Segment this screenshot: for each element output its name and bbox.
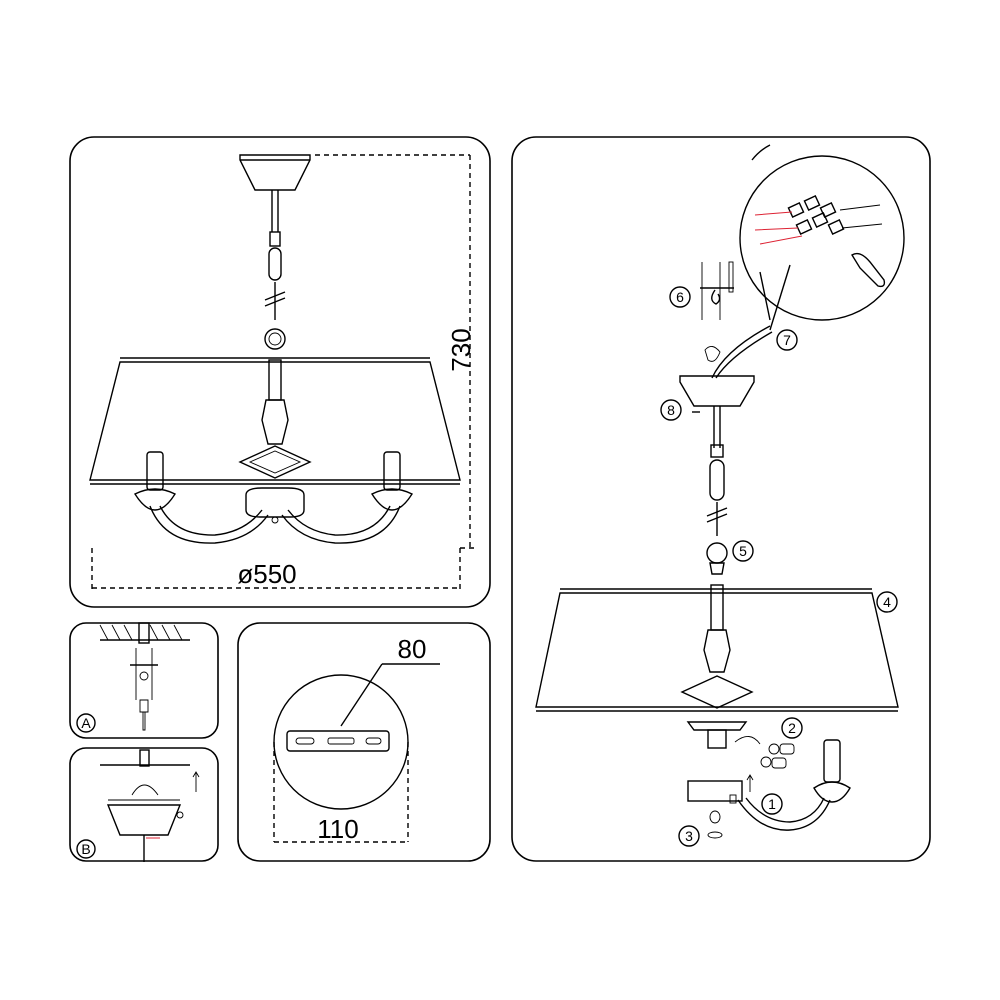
step-b-drawing	[100, 749, 200, 862]
chain-link	[268, 247, 282, 281]
callout-6: 6	[669, 286, 691, 308]
screwdriver-icon	[139, 699, 149, 731]
leader-line	[340, 663, 383, 727]
callout-8: 8	[660, 399, 682, 421]
left-candle-cup	[133, 488, 177, 511]
assembly-candle	[823, 739, 841, 783]
wiring-detail-circle	[739, 155, 905, 321]
callout-5: 5	[732, 540, 754, 562]
svg-text:4: 4	[883, 594, 891, 610]
assembly-drawing	[535, 144, 905, 839]
svg-text:1: 1	[768, 796, 776, 812]
chandelier-dimension-drawing	[89, 154, 461, 544]
step-a-badge	[76, 713, 96, 733]
callout-7: 7	[776, 329, 798, 351]
terminal-block-icon	[787, 195, 845, 235]
ceiling-hook	[711, 289, 721, 305]
assembly-shade	[535, 592, 899, 708]
svg-text:5: 5	[739, 543, 747, 559]
diamond-ornament	[238, 445, 312, 479]
mount-width-label: 110	[317, 814, 358, 844]
svg-text:6: 6	[676, 289, 684, 305]
center-ornament	[261, 399, 289, 445]
assembly-arm	[737, 799, 831, 831]
hook-ring	[264, 328, 286, 350]
mount-depth-label: 80	[398, 634, 427, 664]
left-candle	[146, 451, 164, 491]
dimensions-panel	[69, 136, 491, 608]
step-b-badge	[76, 839, 96, 859]
assembly-canopy	[679, 375, 755, 407]
diameter-label: ø550	[237, 559, 296, 589]
svg-text:2: 2	[788, 720, 796, 736]
mounting-plate	[286, 730, 390, 752]
socket-parts-icon	[734, 736, 795, 769]
callout-4: 4	[876, 591, 898, 613]
lamp-shade	[89, 361, 461, 481]
assembly-hub	[687, 780, 743, 802]
right-candle	[383, 451, 401, 491]
height-label: 730	[446, 328, 476, 371]
screw-icon	[139, 671, 149, 681]
callout-2: 2	[781, 717, 803, 739]
step-a-label: A	[81, 715, 91, 731]
svg-text:7: 7	[783, 332, 791, 348]
center-hub	[245, 487, 305, 518]
svg-text:3: 3	[685, 828, 693, 844]
assembly-chain-link	[709, 459, 725, 501]
step-b-label: B	[81, 841, 90, 857]
callout-3: 3	[678, 825, 700, 847]
right-arm	[281, 505, 401, 544]
callout-1: 1	[761, 793, 783, 815]
step-a-drawing	[99, 622, 190, 731]
left-arm	[149, 505, 269, 544]
canopy-small	[106, 804, 182, 836]
svg-text:8: 8	[667, 402, 675, 418]
screwdriver-tip-icon	[851, 252, 886, 288]
right-candle-cup	[370, 488, 414, 511]
mount-plate-panel	[237, 622, 491, 862]
